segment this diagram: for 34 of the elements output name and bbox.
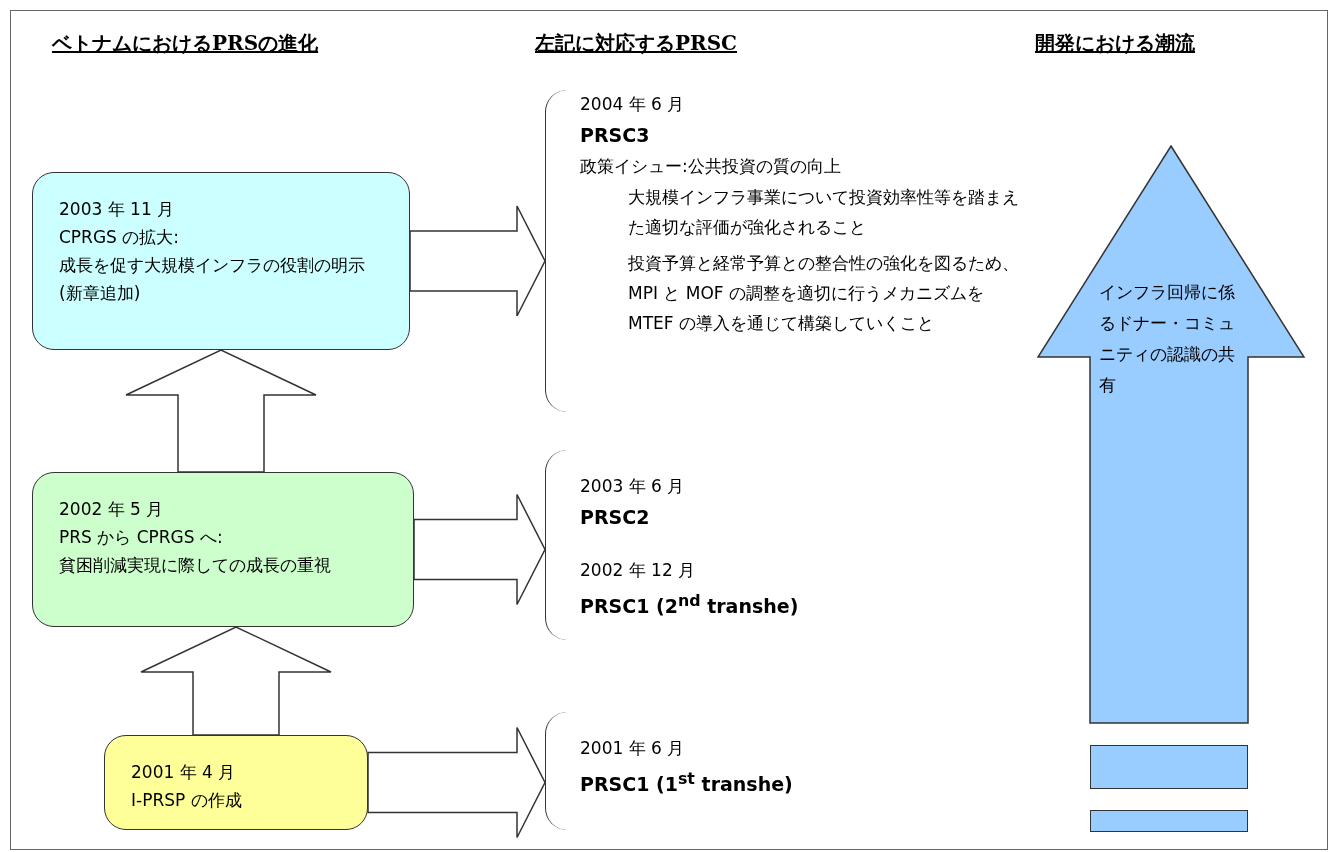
- body-text: I-PRSP の作成: [131, 789, 243, 812]
- rounded-box: [104, 735, 368, 830]
- date-text: インフラ回帰に係るドナー・コミュニティの認識の共有: [1099, 281, 1236, 397]
- date-text: 2004 年 6 月: [580, 93, 686, 116]
- title-text: PRSC3: [580, 123, 651, 148]
- date-text: 2002 年 12 月: [580, 559, 697, 582]
- date-text: 2001 年 4 月: [131, 761, 237, 784]
- block-arrow: [367, 726, 546, 839]
- column-heading: ベトナムにおけるPRSの進化: [52, 30, 319, 57]
- date-text: 2001 年 6 月: [580, 737, 686, 760]
- date-text: 2003 年 11 月: [59, 198, 176, 221]
- block-arrow: [413, 493, 546, 606]
- bar: [1090, 810, 1248, 832]
- block-arrow: [125, 349, 317, 473]
- column-heading: 開発における潮流: [1035, 30, 1195, 57]
- body-text: CPRGS の拡大:: [59, 226, 181, 249]
- body-text: 成長を促す大規模インフラの役割の明示(新章追加): [59, 254, 366, 305]
- block-arrow: [140, 626, 332, 736]
- body-text: 投資予算と経常予算との整合性の強化を図るため、MPI と MOF の調整を適切に行うメカニズムを MTEF の導入を通じて構築していくこと: [627, 252, 1020, 335]
- body-text: 大規模インフラ事業について投資効率性等を踏まえた適切な評価が強化されること: [627, 186, 1020, 239]
- date-text: 2003 年 6 月: [580, 475, 686, 498]
- rounded-box: [32, 472, 414, 627]
- body-text: 貧困削減実現に際しての成長の重視: [59, 554, 332, 577]
- body-text: PRS から CPRGS へ:: [59, 526, 224, 549]
- rounded-box: [32, 172, 410, 350]
- block-arrow: [409, 205, 546, 317]
- title-text: PRSC2: [580, 505, 651, 530]
- trend-banner: [1037, 145, 1305, 724]
- column-heading: 左記に対応するPRSC: [535, 30, 738, 57]
- date-text: 2002 年 5 月: [59, 498, 165, 521]
- bar: [1090, 745, 1248, 789]
- title-text: PRSC1 (1$^{st}$ transhe): [580, 768, 794, 798]
- title-text: PRSC1 (2$^{nd}$ transhe): [580, 590, 800, 620]
- issue-text: 政策イシュー:公共投資の質の向上: [580, 155, 842, 178]
